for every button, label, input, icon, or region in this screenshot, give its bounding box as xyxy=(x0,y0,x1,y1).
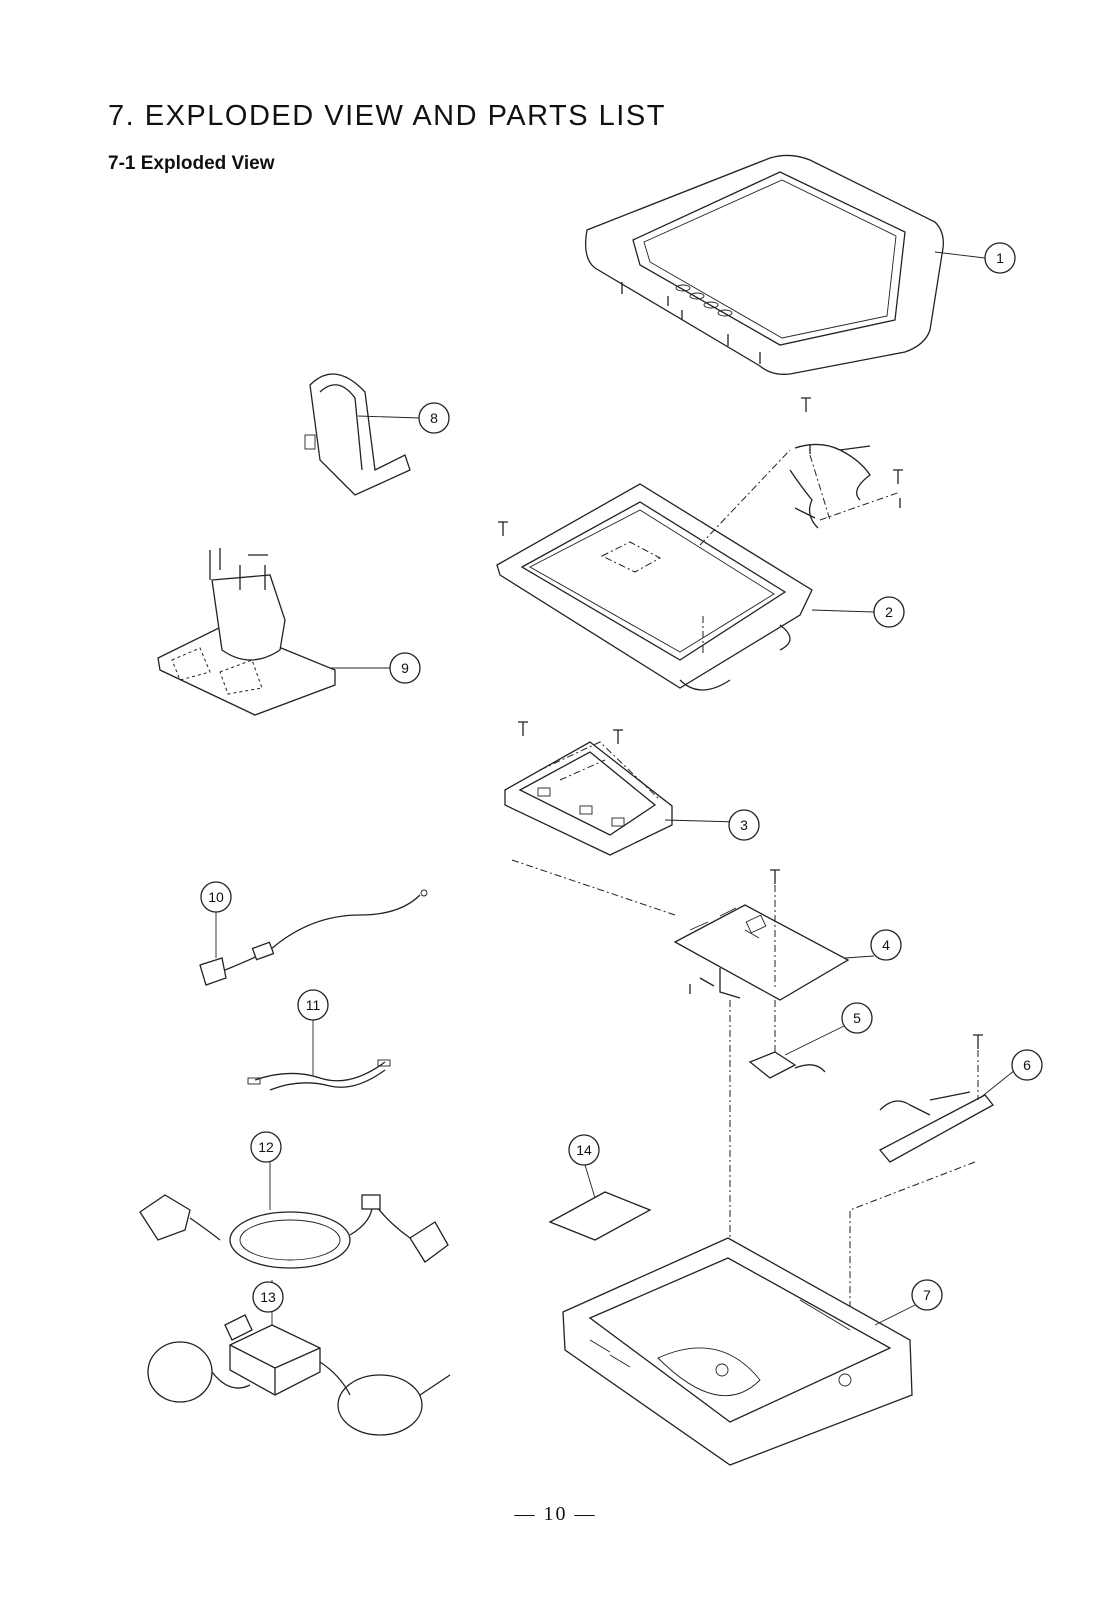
svg-text:8: 8 xyxy=(430,410,438,426)
part-2-lcd-panel xyxy=(496,449,813,691)
part-12-vga-cable xyxy=(139,1194,449,1269)
callout-11: 11 xyxy=(297,989,329,1021)
callout-14: 14 xyxy=(568,1134,600,1166)
svg-text:11: 11 xyxy=(306,997,321,1013)
callout-13: 13 xyxy=(252,1281,284,1313)
svg-text:13: 13 xyxy=(260,1289,276,1305)
callout-6: 6 xyxy=(1011,1049,1043,1081)
svg-text:4: 4 xyxy=(882,937,890,953)
svg-text:12: 12 xyxy=(258,1139,274,1155)
part-9-stand-base xyxy=(157,548,336,716)
callout-5: 5 xyxy=(841,1002,873,1034)
callout-4: 4 xyxy=(870,929,902,961)
part-1-front-bezel xyxy=(584,154,944,375)
callout-2: 2 xyxy=(873,596,905,628)
callout-10: 10 xyxy=(200,881,232,913)
svg-text:5: 5 xyxy=(853,1010,861,1026)
part-14-card xyxy=(548,1191,652,1241)
part-8-stand-cover xyxy=(304,373,411,496)
section-subtitle: 7-1 Exploded View xyxy=(108,153,275,174)
svg-text:10: 10 xyxy=(208,889,224,905)
part-3-chassis-bracket xyxy=(504,721,673,856)
part-11-ribbon-cable xyxy=(247,1059,391,1091)
svg-text:2: 2 xyxy=(885,604,893,620)
svg-text:3: 3 xyxy=(740,817,748,833)
part-13-ac-adapter xyxy=(147,1314,451,1436)
callout-1: 1 xyxy=(984,242,1016,274)
page-number: — 10 — xyxy=(514,1503,597,1525)
callout-8: 8 xyxy=(418,402,450,434)
part-10-switch-cable xyxy=(199,889,428,986)
callout-3: 3 xyxy=(728,809,760,841)
svg-text:1: 1 xyxy=(996,250,1004,266)
svg-text:6: 6 xyxy=(1023,1057,1031,1073)
svg-text:14: 14 xyxy=(576,1142,592,1158)
part-7-rear-cabinet xyxy=(562,1237,913,1466)
part-6-inverter xyxy=(849,1034,994,1390)
screws-top xyxy=(789,397,903,529)
callout-12: 12 xyxy=(250,1131,282,1163)
svg-text:7: 7 xyxy=(923,1287,931,1303)
callout-9: 9 xyxy=(389,652,421,684)
svg-text:9: 9 xyxy=(401,660,409,676)
callout-7: 7 xyxy=(911,1279,943,1311)
part-4-main-board xyxy=(673,869,850,1001)
page-title: 7. EXPLODED VIEW AND PARTS LIST xyxy=(108,100,666,132)
